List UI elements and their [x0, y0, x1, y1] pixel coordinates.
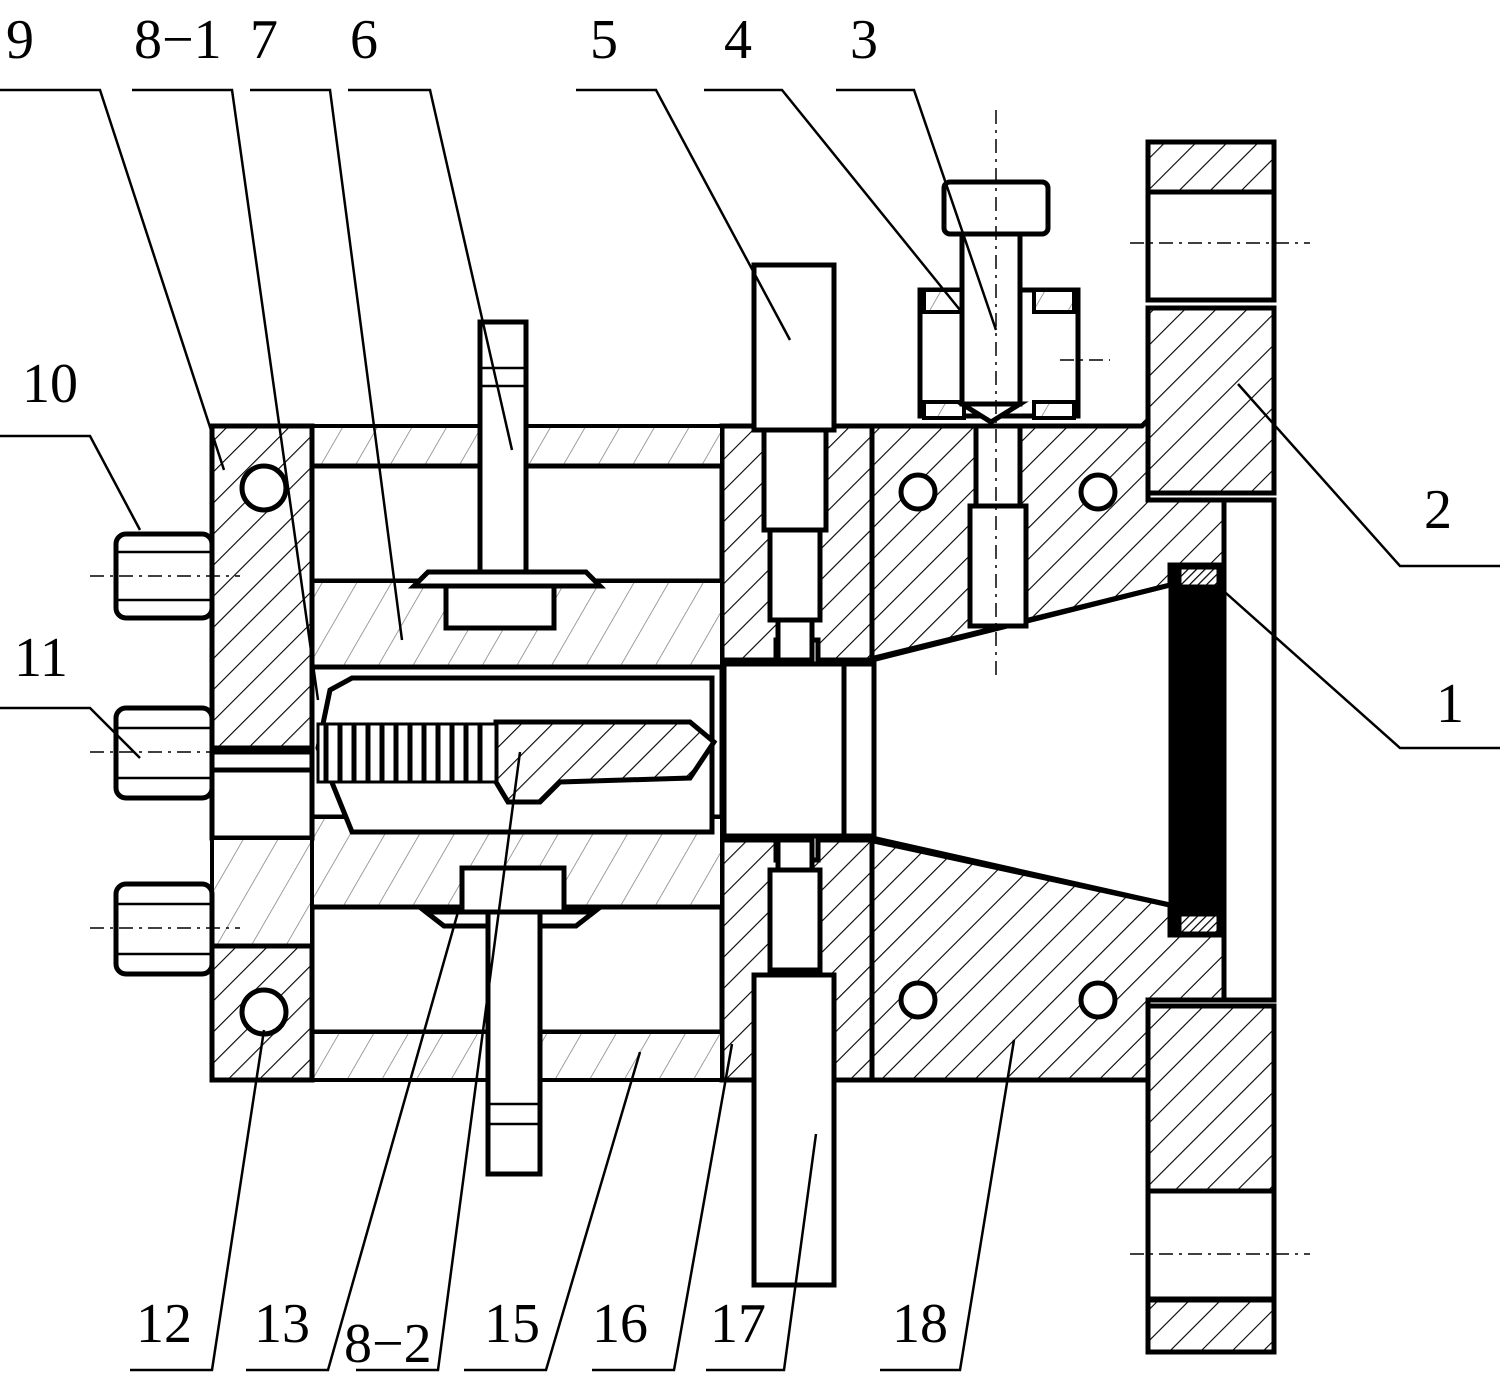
label-7: 7 — [250, 9, 278, 71]
bottom-pin — [751, 837, 837, 1288]
label-12: 12 — [136, 1293, 192, 1355]
seal-ring — [1168, 563, 1224, 937]
leader-lines — [0, 88, 1500, 1372]
end-plate — [209, 423, 315, 1083]
top-pin — [751, 262, 837, 663]
label-1: 1 — [1436, 673, 1464, 735]
spring-coils — [316, 722, 498, 784]
label-9: 9 — [6, 9, 34, 71]
label-10: 10 — [22, 353, 78, 415]
label-8-2: 8−2 — [344, 1313, 432, 1375]
label-11: 11 — [14, 627, 68, 689]
top-bolt — [407, 319, 607, 631]
label-16: 16 — [592, 1293, 648, 1355]
label-8-1: 8−1 — [134, 9, 222, 71]
label-15: 15 — [484, 1293, 540, 1355]
label-13: 13 — [254, 1293, 310, 1355]
label-17: 17 — [710, 1293, 766, 1355]
part-labels: 9 8−1 7 6 5 4 3 2 1 10 11 12 13 8−2 15 1… — [6, 9, 1464, 1375]
label-2: 2 — [1424, 479, 1452, 541]
bottom-bolt — [418, 865, 602, 1177]
center-lines — [90, 359, 1110, 753]
left-nuts — [90, 531, 315, 977]
label-3: 3 — [850, 9, 878, 71]
label-18: 18 — [892, 1293, 948, 1355]
label-5: 5 — [590, 9, 618, 71]
conical-nozzle-body — [845, 413, 1227, 1083]
label-6: 6 — [350, 9, 378, 71]
adjusting-screw — [917, 110, 1081, 680]
label-4: 4 — [724, 9, 752, 71]
spring-plunger — [315, 675, 718, 835]
